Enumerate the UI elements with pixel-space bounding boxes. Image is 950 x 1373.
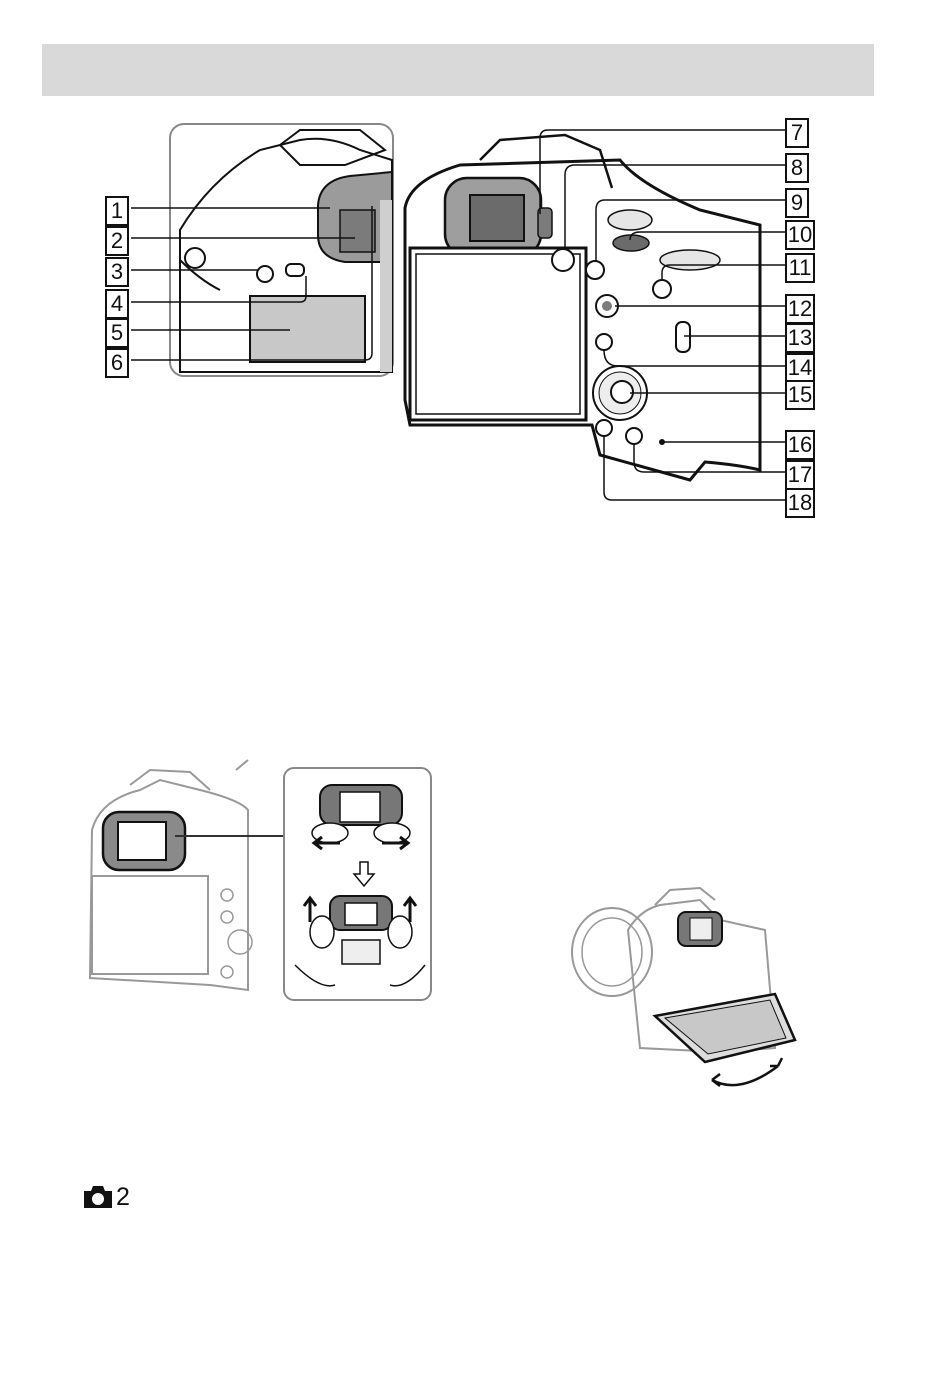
page-marker-number: 2 [116, 1183, 130, 1212]
camera-icon [82, 1184, 114, 1210]
page-marker: 2 [82, 1182, 130, 1212]
